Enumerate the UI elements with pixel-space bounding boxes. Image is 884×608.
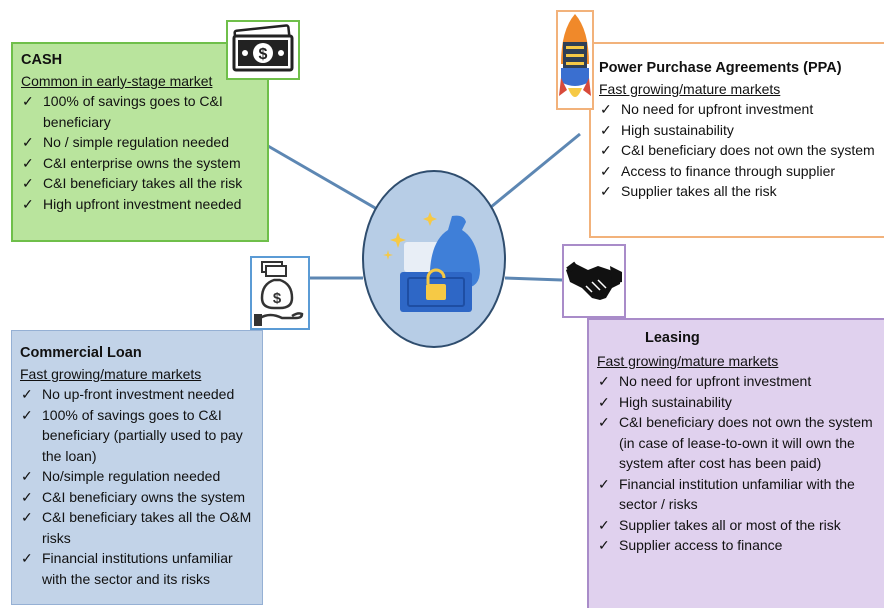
loan-item: No up-front investment needed (20, 384, 254, 405)
ppa-item: High sustainability (599, 120, 881, 141)
ppa-item: C&I beneficiary does not own the system (599, 140, 881, 161)
cash-box: CASH Common in early-stage market 100% o… (11, 42, 269, 242)
connector-leasing (504, 276, 563, 282)
leasing-list: No need for upfront investment High sust… (597, 371, 879, 556)
cash-icon-frame: $ (226, 20, 300, 80)
leasing-item: High sustainability (597, 392, 879, 413)
money-hand-icon: $ (254, 261, 304, 326)
ppa-subtitle: Fast growing/mature markets (599, 80, 781, 97)
leasing-subtitle: Fast growing/mature markets (597, 352, 779, 369)
svg-text:$: $ (273, 290, 282, 307)
svg-text:$: $ (259, 46, 268, 63)
leasing-title: Leasing (645, 330, 700, 346)
connector-ppa (490, 132, 581, 209)
center-circle (362, 170, 506, 348)
loan-list: No up-front investment needed 100% of sa… (20, 384, 254, 589)
ppa-item: Supplier takes all the risk (599, 181, 881, 202)
ppa-title: Power Purchase Agreements (PPA) (599, 60, 842, 76)
leasing-item: No need for upfront investment (597, 371, 879, 392)
connector-cash (267, 144, 383, 214)
cash-item: High upfront investment needed (21, 194, 259, 215)
loan-title: Commercial Loan (20, 345, 142, 361)
loan-item: No/simple regulation needed (20, 466, 254, 487)
leasing-box: Leasing Fast growing/mature markets No n… (587, 318, 884, 608)
money-bag-unlock-icon (383, 212, 480, 312)
ppa-item: No need for upfront investment (599, 99, 881, 120)
handshake-icon (566, 261, 622, 300)
cash-item: C&I enterprise owns the system (21, 153, 259, 174)
cash-item: No / simple regulation needed (21, 132, 259, 153)
leasing-item: Supplier takes all or most of the risk (597, 515, 879, 536)
ppa-item: Access to finance through supplier (599, 161, 881, 182)
connector-lines (267, 132, 581, 282)
loan-item: C&I beneficiary takes all the O&M risks (20, 507, 254, 548)
cash-title: CASH (21, 52, 63, 68)
loan-subtitle: Fast growing/mature markets (20, 365, 202, 382)
ppa-list: No need for upfront investment High sust… (599, 99, 881, 202)
leasing-item: C&I beneficiary does not own the system … (597, 412, 879, 474)
cash-item: 100% of savings goes to C&I beneficiary (21, 91, 259, 132)
ppa-box: Power Purchase Agreements (PPA) Fast gro… (589, 42, 884, 238)
loan-item: C&I beneficiary owns the system (20, 487, 254, 508)
leasing-item: Financial institution unfamiliar with th… (597, 474, 879, 515)
rocket-icon (559, 14, 591, 97)
commercial-loan-box: Commercial Loan Fast growing/mature mark… (11, 330, 263, 605)
loan-item: Financial institutions unfamiliar with t… (20, 548, 254, 589)
leasing-item: Supplier access to finance (597, 535, 879, 556)
loan-icon-frame: $ (250, 256, 310, 330)
cash-subtitle: Common in early-stage market (21, 72, 213, 89)
cash-item: C&I beneficiary takes all the risk (21, 173, 259, 194)
money-bill-icon: $ (232, 24, 294, 72)
cash-list: 100% of savings goes to C&I beneficiary … (21, 91, 259, 214)
ppa-icon-frame (556, 10, 594, 110)
loan-item: 100% of savings goes to C&I beneficiary … (20, 405, 254, 467)
leasing-icon-frame (562, 244, 626, 318)
